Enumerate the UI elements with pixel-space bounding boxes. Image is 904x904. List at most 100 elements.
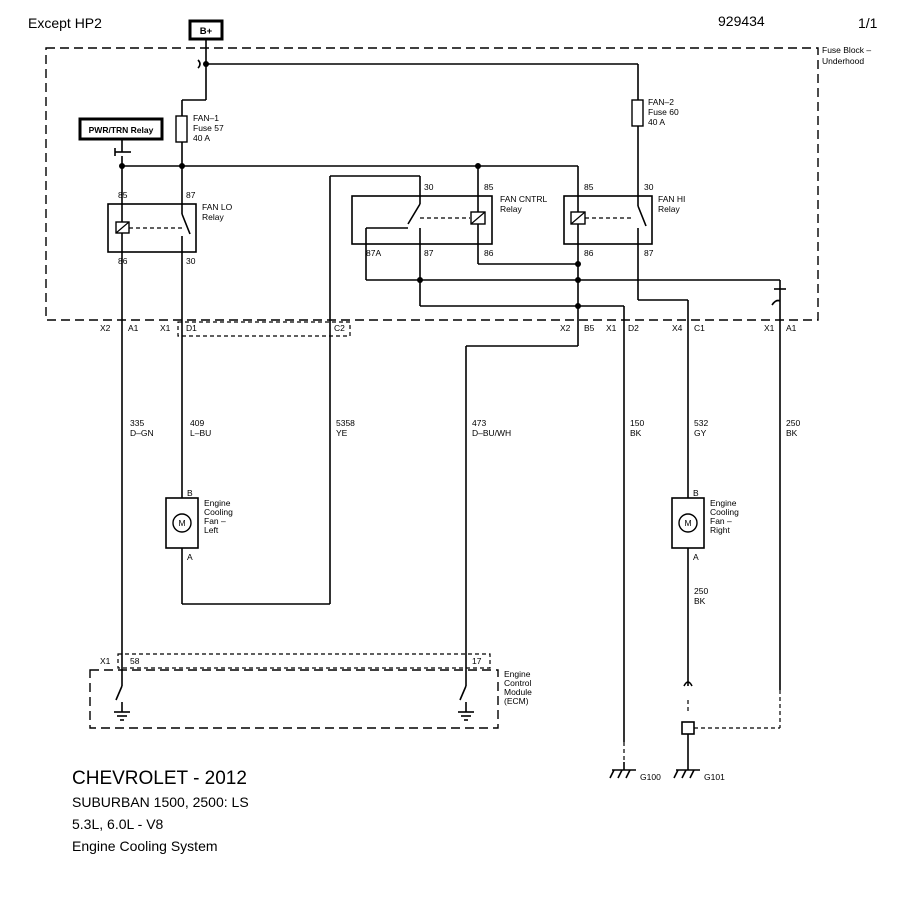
fan-hi-name-2: Relay <box>658 204 680 214</box>
pwr-trn-relay-box <box>78 117 164 141</box>
fan-cntrl-relay-box <box>351 195 493 245</box>
wire-250-fan-circuit: 250 <box>694 586 708 596</box>
fan-cntrl-name-1: FAN CNTRL <box>500 194 548 204</box>
d1-c2-shared-connector <box>177 321 351 337</box>
g101-connector-symbol <box>683 681 693 687</box>
fan-lo-pin-86: 86 <box>118 256 128 266</box>
fuse-60-rating: 40 A <box>648 117 665 127</box>
fan-hi-coil-slash <box>570 211 586 225</box>
left-fan-label-1: Engine <box>204 498 231 508</box>
right-fan-label-1: Engine <box>710 498 737 508</box>
fuse-block-label-2: Underhood <box>822 56 864 66</box>
left-fan-motor-icon <box>172 513 192 533</box>
conn-d1: D1 <box>186 323 197 333</box>
g100-ground-icon <box>609 769 615 779</box>
wire-473-circuit: 473 <box>472 418 486 428</box>
variant-label: Except HP2 <box>28 15 102 31</box>
wire-335-color: D–GN <box>130 428 154 438</box>
ecm-label-1: Engine <box>504 669 531 679</box>
conn-x1: X1 <box>160 323 171 333</box>
vehicle-make-year: CHEVROLET - 2012 <box>72 768 247 789</box>
fan-lo-relay-box <box>107 203 197 253</box>
wire-250-circuit: 250 <box>786 418 800 428</box>
wire-532-color: GY <box>694 428 707 438</box>
conn-a1-b: A1 <box>786 323 797 333</box>
ecm-pin-58: 58 <box>130 656 140 666</box>
g101-ground-icon <box>689 769 695 779</box>
right-fan-label-3: Fan – <box>710 516 732 526</box>
fuse-block-label-1: Fuse Block – <box>822 45 871 55</box>
right-a1-connector-symbol <box>771 299 781 306</box>
right-fan-pin-a: A <box>693 552 699 562</box>
fuse-60 <box>631 99 644 127</box>
fuse-60-number: Fuse 60 <box>648 107 679 117</box>
left-fan-label-4: Left <box>204 525 219 535</box>
fan-lo-pin-85: 85 <box>118 190 128 200</box>
document-number: 929434 <box>718 13 765 29</box>
fan-cntrl-coil-slash <box>470 211 486 225</box>
g101-ground-icon <box>681 769 687 779</box>
fuse-block-outline <box>45 47 819 321</box>
right-fan-label-2: Cooling <box>710 507 739 517</box>
splice-dot <box>575 261 581 267</box>
fan-hi-pin-85: 85 <box>584 182 594 192</box>
g100-label: G100 <box>640 772 661 782</box>
wire-335-circuit: 335 <box>130 418 144 428</box>
fan-cntrl-pin-87: 87 <box>424 248 434 258</box>
wire-409-circuit: 409 <box>190 418 204 428</box>
battery-positive-label: B+ <box>200 26 213 37</box>
fan-hi-name-1: FAN HI <box>658 194 685 204</box>
fan-cntrl-name-2: Relay <box>500 204 522 214</box>
fan-lo-pin-87: 87 <box>186 190 196 200</box>
right-fan-motor-icon <box>678 513 698 533</box>
fan-cntrl-pin-85: 85 <box>484 182 494 192</box>
splice-box <box>681 721 695 735</box>
fan-cntrl-pin-87a: 87A <box>366 248 381 258</box>
fan-lo-pin-30: 30 <box>186 256 196 266</box>
g100-ground-icon <box>625 769 631 779</box>
fan-lo-switch-blade <box>181 213 191 235</box>
page-number: 1/1 <box>858 15 878 31</box>
left-fan-motor-label: M <box>178 518 185 528</box>
splice-dot <box>417 277 423 283</box>
vehicle-model: SUBURBAN 1500, 2500: LS <box>72 794 249 810</box>
left-fan-label-3: Fan – <box>204 516 226 526</box>
ecm-outline <box>89 669 499 729</box>
fan-lo-coil-slash <box>115 221 130 234</box>
splice-dot <box>575 277 581 283</box>
ecm-connector-outline <box>117 653 491 669</box>
wire-150-circuit: 150 <box>630 418 644 428</box>
wire-5358-color: YE <box>336 428 348 438</box>
right-fan-pin-b: B <box>693 488 699 498</box>
conn-x1-c: X1 <box>764 323 775 333</box>
fan-hi-pin-86: 86 <box>584 248 594 258</box>
wire-250-color: BK <box>786 428 798 438</box>
ecm-label-2: Control <box>504 678 532 688</box>
fan-cntrl-pin-86: 86 <box>484 248 494 258</box>
fuse-57 <box>175 115 188 143</box>
ecm-switch-blade <box>115 685 123 701</box>
ecm-pin-17: 17 <box>472 656 482 666</box>
fuse-57-rating: 40 A <box>193 133 210 143</box>
ecm-connector-label: X1 <box>100 656 111 666</box>
fan-lo-name-2: Relay <box>202 212 224 222</box>
pwr-trn-relay-label: PWR/TRN Relay <box>89 125 154 135</box>
fan-hi-relay-box <box>563 195 653 245</box>
right-fan-label-4: Right <box>710 525 730 535</box>
ecm-switch-blade <box>459 685 467 701</box>
fuse-57-name: FAN–1 <box>193 113 219 123</box>
wire-5358-circuit: 5358 <box>336 418 355 428</box>
conn-d2: D2 <box>628 323 639 333</box>
wire-473-color: D–BU/WH <box>472 428 511 438</box>
fan-cntrl-pin-30: 30 <box>424 182 434 192</box>
splice-dot <box>475 163 481 169</box>
fan-hi-pin-87: 87 <box>644 248 654 258</box>
system-name: Engine Cooling System <box>72 838 218 854</box>
fuse-57-number: Fuse 57 <box>193 123 224 133</box>
fuse-block-connector-symbol <box>197 59 201 69</box>
right-fan-motor-label: M <box>684 518 691 528</box>
conn-x4: X4 <box>672 323 683 333</box>
wire-250-fan-color: BK <box>694 596 706 606</box>
